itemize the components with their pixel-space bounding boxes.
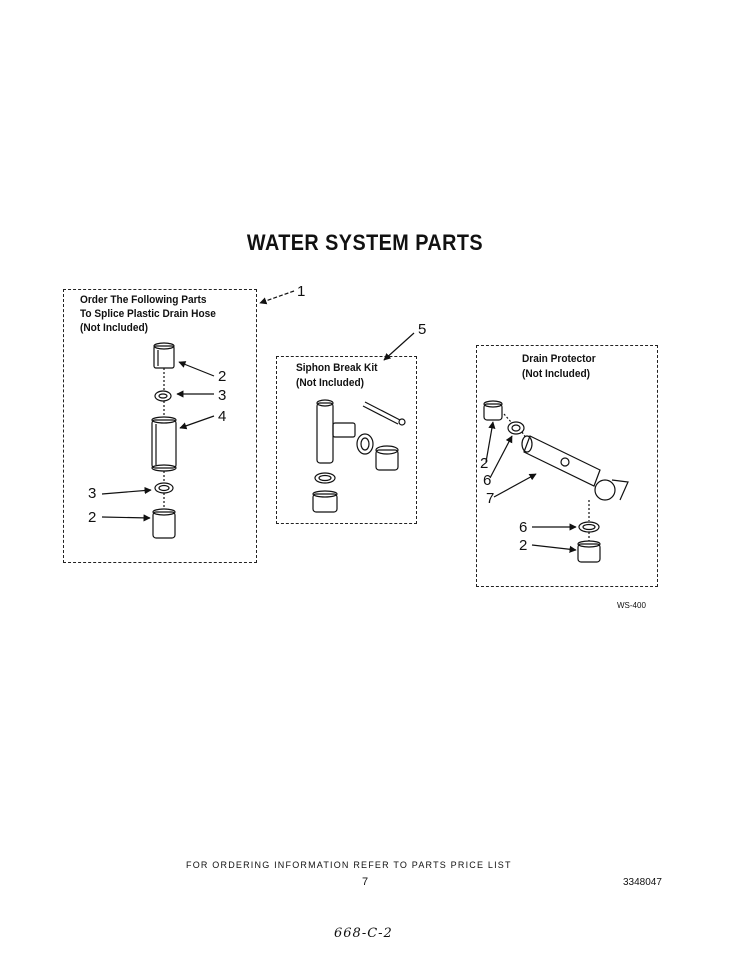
callout-g3-clamp-bottom: 6 (519, 519, 528, 536)
siphon-ring-icon (314, 472, 336, 484)
callout-g1-clamp-top: 3 (218, 387, 227, 404)
dp-clamp-bottom-icon (578, 521, 600, 533)
splice-parts-label-2: To Splice Plastic Drain Hose (80, 308, 216, 320)
clamp-top-icon (154, 390, 172, 402)
drain-protector-label: Drain Protector (522, 353, 596, 365)
drain-protector-icon (521, 435, 629, 501)
coupling-top-icon (153, 342, 175, 369)
callout-5: 5 (418, 321, 427, 338)
page-number: 7 (362, 876, 369, 888)
siphon-cap-icon (375, 445, 399, 471)
dp-coupling-bottom-icon (577, 540, 601, 563)
callout-g1-coupling-bottom: 2 (88, 509, 97, 526)
callout-1: 1 (297, 283, 306, 300)
callout-g3-coupling-bottom: 2 (519, 537, 528, 554)
siphon-break-kit-note: (Not Included) (296, 377, 365, 389)
wrench-icon (362, 401, 406, 426)
callout-g1-clamp-bottom: 3 (88, 485, 97, 502)
coupling-bottom-icon (152, 508, 176, 539)
splice-parts-box (63, 289, 257, 563)
callout-g1-coupling-top: 2 (218, 368, 227, 385)
handwritten-code: 668-C-2 (334, 926, 393, 941)
callout-g3-protector: 7 (486, 490, 495, 507)
siphon-tee-icon (316, 399, 356, 464)
siphon-coupling-icon (312, 490, 338, 513)
drain-protector-note: (Not Included) (522, 368, 591, 380)
splice-parts-label-3: (Not Included) (80, 322, 149, 334)
connector-icon (151, 416, 177, 472)
callout-g3-clamp-top: 6 (483, 472, 492, 489)
drain-protector-box (476, 345, 658, 587)
siphon-clamp-icon (356, 433, 374, 455)
clamp-bottom-icon (154, 482, 174, 494)
callout-g1-connector: 4 (218, 408, 227, 425)
diagram-code: WS-400 (617, 601, 646, 610)
callout-g3-coupling-top: 2 (480, 455, 489, 472)
siphon-break-kit-label: Siphon Break Kit (296, 362, 378, 374)
callout-5-leader (383, 332, 415, 361)
dp-clamp-top-icon (507, 421, 525, 435)
ordering-info-footer: FOR ORDERING INFORMATION REFER TO PARTS … (186, 860, 512, 870)
splice-parts-label-1: Order The Following Parts (80, 294, 207, 306)
dp-coupling-top-icon (483, 400, 503, 421)
part-number: 3348047 (623, 877, 662, 888)
page-title: WATER SYSTEM PARTS (246, 230, 484, 255)
callout-1-leader (259, 290, 295, 305)
siphon-break-kit-box (276, 356, 417, 524)
